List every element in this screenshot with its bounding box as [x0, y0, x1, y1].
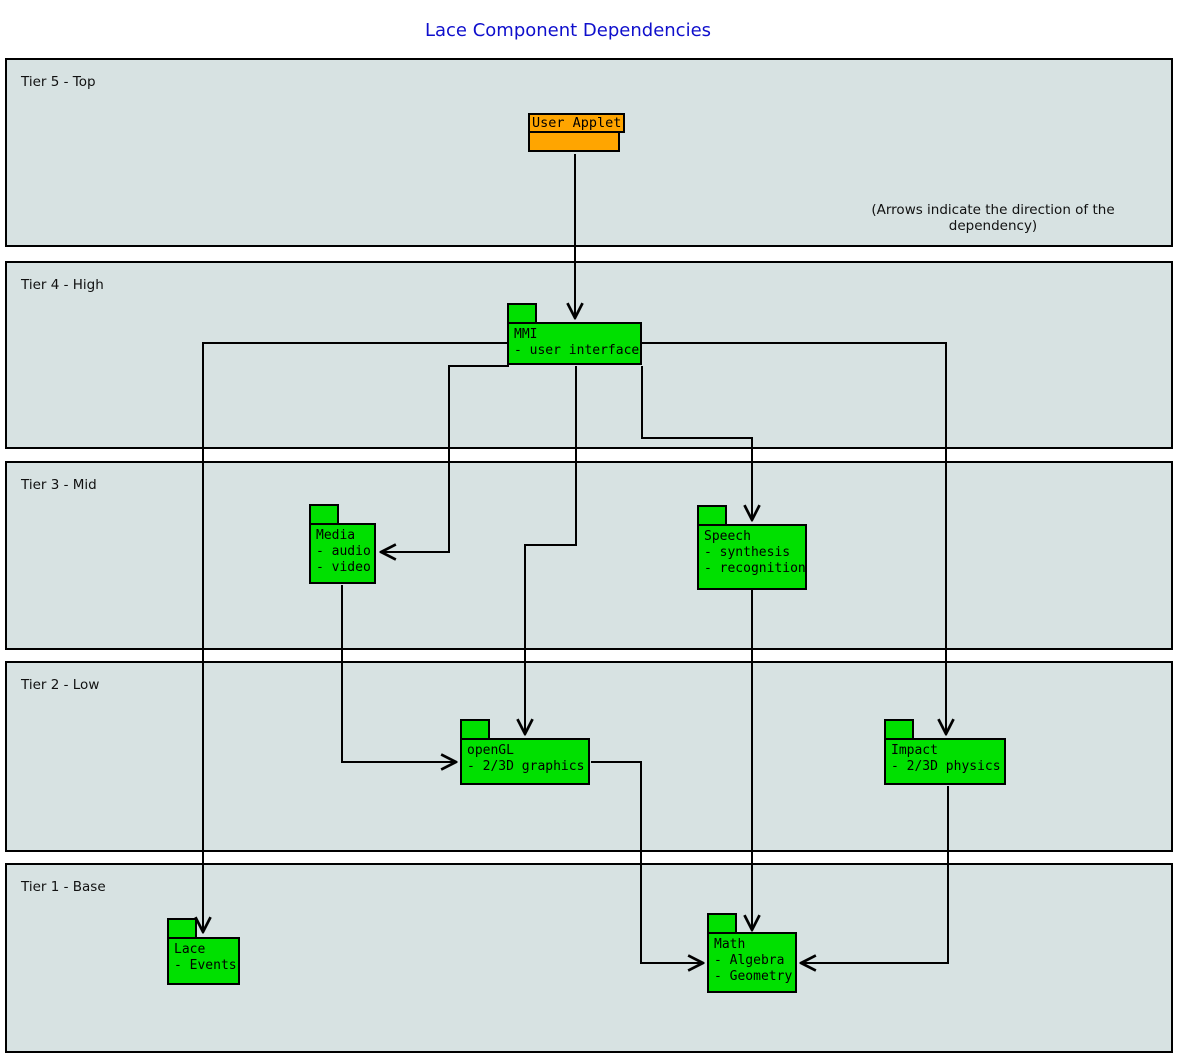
component-opengl: openGL - 2/3D graphics [460, 719, 590, 785]
tier-band-4: Tier 4 - High [5, 261, 1173, 449]
component-sub: - recognition [704, 561, 806, 576]
component-sub: - video [316, 560, 371, 575]
component-title: MMI [514, 327, 538, 342]
package-tab [707, 913, 737, 934]
component-sub: - 2/3D graphics [467, 759, 585, 774]
package-tab [507, 303, 537, 324]
component-sub: - synthesis [704, 545, 791, 560]
component-sub: - audio [316, 544, 371, 559]
component-math: Math - Algebra - Geometry [707, 913, 797, 993]
tier-band-5: Tier 5 - Top [5, 58, 1173, 247]
page-title: Lace Component Dependencies [424, 20, 712, 41]
package-tab [884, 719, 914, 740]
component-title: Speech [704, 529, 751, 544]
component-lace: Lace - Events [167, 918, 240, 985]
component-media: Media - audio - video [309, 504, 376, 584]
component-title: openGL [467, 743, 514, 758]
tier-label-3: Tier 3 - Mid [21, 477, 97, 493]
component-title: Impact [891, 743, 938, 758]
component-title: Lace [174, 942, 206, 957]
package-tab [309, 504, 339, 525]
component-sub: - Geometry [714, 969, 793, 984]
component-title: Media [316, 528, 356, 543]
tier-band-3: Tier 3 - Mid [5, 461, 1173, 650]
legend-note: (Arrows indicate the direction of the de… [871, 202, 1115, 234]
component-speech: Speech - synthesis - recognition [697, 505, 807, 590]
component-sub: - 2/3D physics [891, 759, 1001, 774]
component-mmi: MMI - user interface [507, 303, 642, 365]
tier-label-1: Tier 1 - Base [21, 879, 106, 895]
applet-base [528, 131, 620, 152]
component-title: User Applet [528, 113, 626, 133]
tier-label-5: Tier 5 - Top [21, 74, 96, 90]
package-tab [460, 719, 490, 740]
component-sub: - Algebra [714, 953, 785, 968]
component-title: Math [714, 937, 746, 952]
component-sub: - Events [174, 958, 237, 973]
component-sub: - user interface [514, 343, 640, 358]
tier-label-4: Tier 4 - High [21, 277, 104, 293]
tier-label-2: Tier 2 - Low [21, 677, 100, 693]
package-tab [167, 918, 197, 939]
tier-band-1: Tier 1 - Base [5, 863, 1173, 1053]
package-tab [697, 505, 727, 526]
component-user-applet: User Applet [528, 112, 626, 152]
component-impact: Impact - 2/3D physics [884, 719, 1006, 785]
